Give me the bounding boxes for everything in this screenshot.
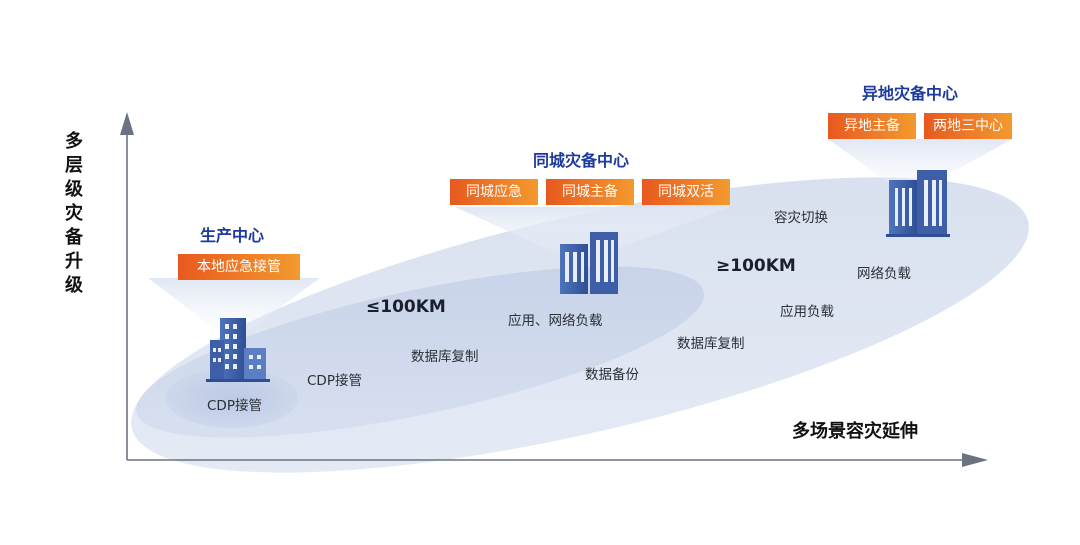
production-building-icon (206, 318, 270, 382)
production-tag-local-emergency: 本地应急接管 (178, 254, 300, 280)
production-inner-label: CDP接管 (207, 398, 262, 414)
remote-inner-label: 网络负载 (857, 266, 911, 282)
same-city-tag-active-standby: 同城主备 (546, 179, 634, 205)
capability-dr-switch: 容灾切换 (774, 210, 828, 226)
remote-tag-active-standby: 异地主备 (828, 113, 916, 139)
capability-cdp-takeover: CDP接管 (307, 373, 362, 389)
production-center-title: 生产中心 (200, 226, 265, 245)
same-city-tag-emergency: 同城应急 (450, 179, 538, 205)
x-axis-title: 多场景容灾延伸 (792, 421, 918, 442)
capability-db-replication-2: 数据库复制 (677, 336, 745, 352)
remote-beam (828, 139, 1012, 185)
same-city-beam (455, 207, 730, 255)
x-axis-arrowhead (962, 453, 988, 467)
same-city-center-title: 同城灾备中心 (533, 151, 630, 170)
y-axis-title: 多层级灾备升级 (65, 131, 83, 296)
same-city-distance: ≤100KM (366, 297, 446, 317)
remote-distance: ≥100KM (716, 256, 796, 276)
remote-building-icon (886, 170, 950, 237)
same-city-building-icon (560, 232, 618, 294)
capability-data-backup: 数据备份 (585, 367, 639, 383)
same-city-inner-label: 应用、网络负载 (508, 313, 603, 329)
production-scope-ellipse (166, 368, 298, 428)
remote-center-title: 异地灾备中心 (862, 84, 959, 103)
capability-db-replication-1: 数据库复制 (411, 349, 479, 365)
capability-app-load: 应用负载 (780, 304, 834, 320)
y-axis-arrowhead (120, 112, 134, 135)
remote-tag-two-sites-three-centers: 两地三中心 (924, 113, 1012, 139)
same-city-tag-active-active: 同城双活 (642, 179, 730, 205)
production-beam (148, 278, 320, 330)
